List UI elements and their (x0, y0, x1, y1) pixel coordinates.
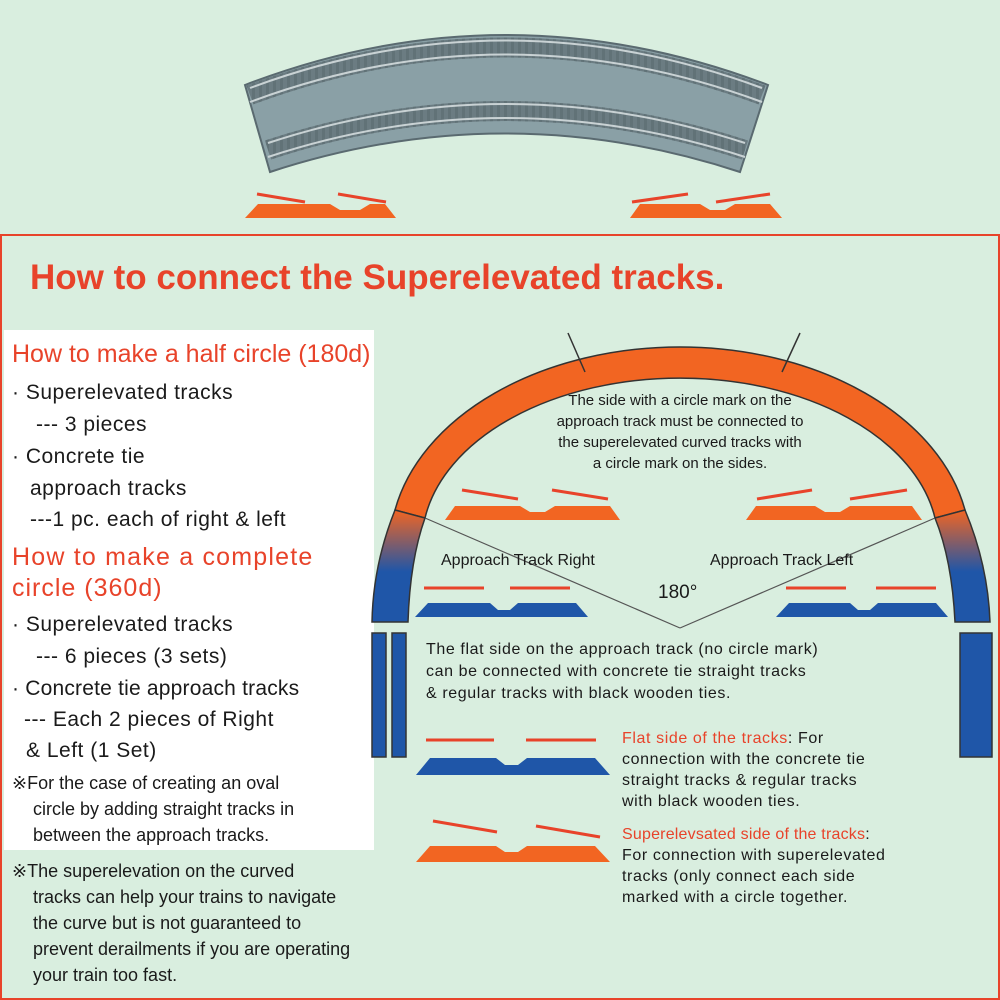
flat-side-label: Flat side of the tracks (622, 730, 788, 747)
approach-track-right-piece (371, 509, 426, 623)
straight-track-bar (959, 632, 993, 758)
angle-label: 180° (658, 582, 698, 603)
circle-mark-note-line: the superelevated curved tracks with (558, 434, 802, 451)
flat-side-note-line: & regular tracks with black wooden ties. (426, 685, 732, 702)
complete-circle-line: --- Each 2 pieces of Right (24, 708, 274, 731)
product-illustration-area (0, 0, 1000, 234)
oval-note-line: circle by adding straight tracks in (33, 799, 295, 819)
superelevated-side-desc-line: For connection with superelevated (622, 847, 886, 864)
half-circle-line: approach tracks (30, 477, 187, 500)
complete-circle-line: · Superelevated tracks (12, 613, 234, 636)
complete-circle-line: · Concrete tie approach tracks (12, 677, 300, 700)
flat-profile-left-approach (776, 586, 948, 617)
approach-track-right-label: Approach Track Right (441, 552, 595, 569)
instructions-panel (4, 330, 374, 850)
half-circle-line: · Concrete tie (12, 445, 146, 468)
flat-side-note-line: The flat side on the approach track (no … (426, 641, 819, 658)
half-circle-heading: How to make a half circle (180d) (12, 340, 371, 368)
superelevated-profile-top-left (245, 192, 396, 218)
warning-note-line: your train too fast. (33, 965, 178, 985)
approach-track-left-label: Approach Track Left (710, 552, 854, 569)
circle-mark-note-line: approach track must be connected to (556, 413, 804, 430)
flat-side-legend-icon (416, 738, 610, 775)
curved-track-illustration (243, 34, 782, 218)
flat-side-legend-title: Flat side of the tracks: For (622, 730, 824, 748)
superelevated-side-desc-line: tracks (only connect each side (622, 868, 856, 885)
circle-mark-note-line: a circle mark on the sides. (592, 455, 768, 472)
superelevated-side-label: Superelevsated side of the tracks (622, 826, 866, 843)
warning-panel (4, 850, 374, 990)
approach-track-left-piece (933, 509, 991, 623)
warning-note-line: ※The superelevation on the curved (12, 861, 295, 881)
flat-profile-right-approach (415, 586, 588, 617)
superelevated-side-legend-title: Superelevsated side of the tracks: (622, 826, 870, 844)
flat-side-desc-line: connection with the concrete tie (622, 751, 866, 768)
page-title: How to connect the Superelevated tracks. (30, 258, 725, 297)
warning-note-line: the curve but is not guaranteed to (33, 913, 302, 933)
warning-note-line: prevent derailments if you are operating (33, 939, 351, 959)
superelevated-side-desc-start: : (865, 826, 870, 843)
superelevated-side-legend-icon (416, 819, 610, 862)
oval-note-line: between the approach tracks. (33, 825, 270, 845)
half-circle-line: · Superelevated tracks (12, 381, 234, 404)
warning-note-line: tracks can help your trains to navigate (33, 887, 337, 907)
superelevated-profile-top-right (630, 192, 782, 218)
flat-side-desc-line: with black wooden ties. (622, 793, 801, 810)
circle-mark-note-line: The side with a circle mark on the (568, 392, 792, 409)
straight-track-bar (391, 632, 407, 758)
half-circle-line: ---1 pc. each of right & left (30, 508, 287, 531)
superelevated-side-desc-line: marked with a circle together. (622, 889, 849, 906)
flat-side-note-line: can be connected with concrete tie strai… (426, 663, 807, 680)
complete-circle-heading: circle (360d) (12, 574, 163, 602)
half-circle-line: --- 3 pieces (36, 413, 148, 436)
superelevated-profile-right (746, 488, 922, 520)
flat-side-desc-line: straight tracks & regular tracks (622, 772, 858, 789)
superelevated-profile-left (445, 488, 620, 520)
straight-track-bar (371, 632, 387, 758)
oval-note-line: ※For the case of creating an oval (12, 773, 280, 793)
complete-circle-line: --- 6 pieces (3 sets) (36, 645, 228, 668)
complete-circle-line: & Left (1 Set) (26, 739, 157, 762)
complete-circle-heading: How to make a complete (12, 543, 314, 571)
flat-side-desc-start: : For (787, 730, 824, 747)
